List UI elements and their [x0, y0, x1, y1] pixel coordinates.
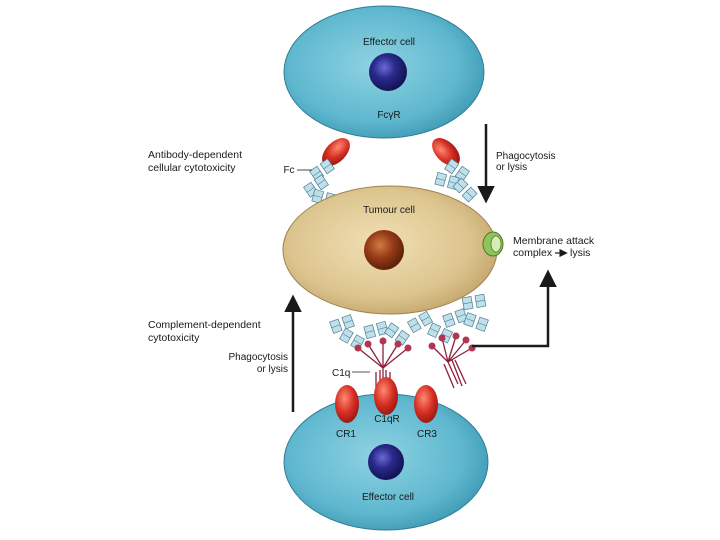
- phagocytosis-top-line2: or lysis: [496, 162, 527, 173]
- mac-result-label: lysis: [570, 247, 590, 259]
- cr1-receptor: [335, 385, 359, 423]
- c1q-label: C1q: [332, 368, 350, 379]
- mac-label-line1: Membrane attack: [513, 235, 595, 247]
- phagocytosis-bottom-line2: or lysis: [257, 364, 288, 375]
- fc-label: Fc: [283, 165, 294, 176]
- cr3-receptor: [414, 385, 438, 423]
- fcyr-label: FcγR: [377, 110, 400, 121]
- phagocytosis-top-line1: Phagocytosis: [496, 151, 555, 162]
- tumour-nucleus: [364, 230, 404, 270]
- cdc-label-line1: Complement-dependent: [148, 319, 261, 331]
- c1qr-receptor: [374, 377, 398, 415]
- effector-cell-bottom-label: Effector cell: [362, 492, 414, 503]
- tumour-cell-label: Tumour cell: [363, 205, 415, 216]
- effector-nucleus-top: [369, 53, 407, 91]
- fcyr-receptor-left: [322, 138, 350, 166]
- membrane-attack-complex: [482, 231, 504, 257]
- cr1-label: CR1: [336, 429, 356, 440]
- effector-nucleus-bottom: [368, 444, 404, 480]
- c1q-molecule-right: [428, 332, 476, 389]
- cdc-label-line2: cytotoxicity: [148, 332, 200, 344]
- adcc-label-line2: cellular cytotoxicity: [148, 162, 236, 174]
- fcyr-receptor-right: [432, 138, 460, 166]
- phagocytosis-bottom-line1: Phagocytosis: [229, 352, 288, 363]
- cr3-label: CR3: [417, 429, 437, 440]
- adcc-label-line1: Antibody-dependent: [148, 149, 242, 161]
- mac-label-line2: complex: [513, 247, 553, 259]
- effector-cell-top: [283, 5, 485, 139]
- effector-cell-top-label: Effector cell: [363, 37, 415, 48]
- c1qr-label: C1qR: [374, 414, 400, 425]
- tumour-cell: [282, 185, 498, 315]
- mac-lysis-arrow: [472, 269, 557, 348]
